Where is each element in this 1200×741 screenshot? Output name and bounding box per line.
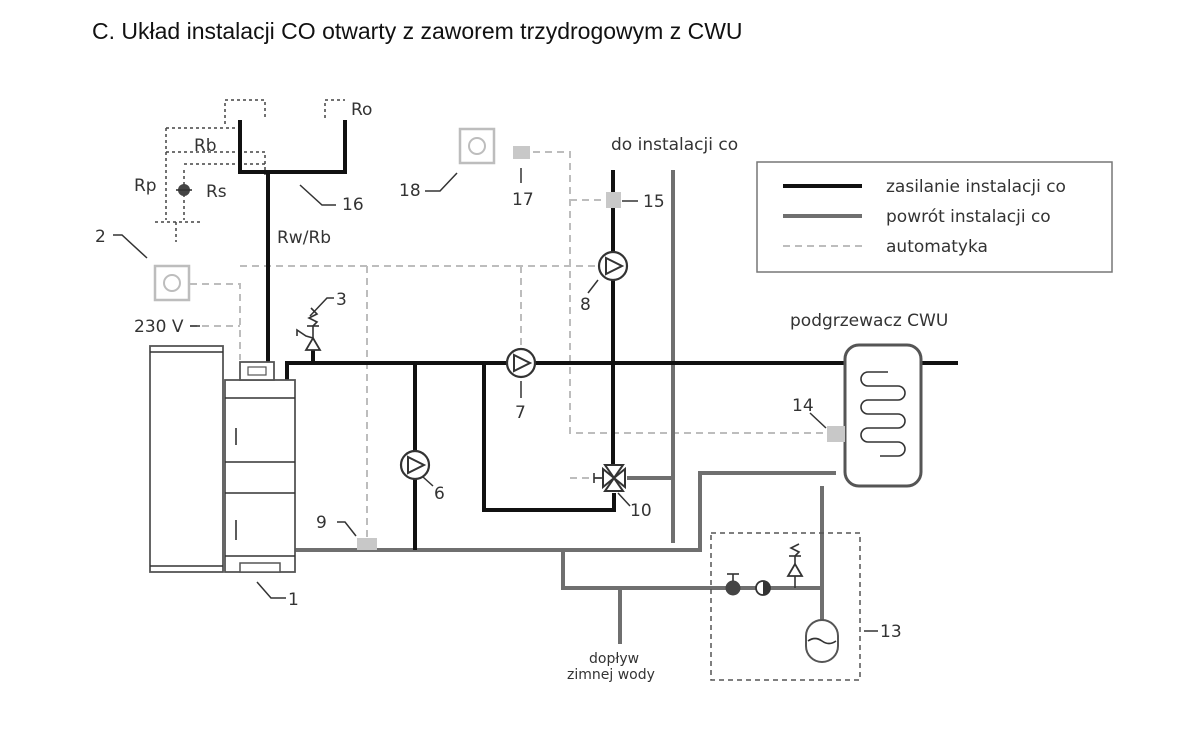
leader-16 <box>299 184 336 206</box>
room-controller-2 <box>153 264 191 302</box>
label-ro: Ro <box>351 100 372 120</box>
wire-controller-boiler <box>190 283 241 360</box>
return-pipes <box>295 170 836 644</box>
leader-14 <box>809 412 827 429</box>
leader-6 <box>422 476 434 487</box>
room-controller-18 <box>458 127 496 165</box>
wire-sensor14 <box>533 151 835 434</box>
sensor-14 <box>827 426 845 442</box>
legend-return-label: powrót instalacji co <box>886 207 1051 227</box>
cwu-heater <box>843 343 923 488</box>
sensors <box>357 146 845 550</box>
label-15: 15 <box>643 192 665 212</box>
supply-main <box>285 361 845 380</box>
label-1: 1 <box>288 590 299 610</box>
label-rb: Rb <box>194 136 217 156</box>
label-10: 10 <box>630 501 652 521</box>
pipe-rb-mid <box>166 151 266 175</box>
label-rw-rb: Rw/Rb <box>277 228 331 248</box>
label-do-instalacji: do instalacji co <box>611 135 738 155</box>
boiler <box>149 345 296 573</box>
label-3: 3 <box>336 290 347 310</box>
return-main <box>295 471 836 552</box>
supply-pipes <box>266 170 958 550</box>
label-14: 14 <box>792 396 814 416</box>
three-way-valve-10 <box>593 464 626 492</box>
pump-7 <box>505 347 537 379</box>
label-7: 7 <box>515 403 526 423</box>
safety-valve-3 <box>296 307 322 351</box>
leader-1 <box>256 581 286 599</box>
leader-8 <box>587 279 599 294</box>
expansion-tank <box>238 120 347 174</box>
sensor-15 <box>606 192 621 208</box>
automation-wiring <box>190 151 835 540</box>
boiler-fuel-bin <box>149 345 224 573</box>
label-8: 8 <box>580 295 591 315</box>
legend-automation-label: automatyka <box>886 237 988 257</box>
page-title: C. Układ instalacji CO otwarty z zaworem… <box>92 18 743 44</box>
label-16: 16 <box>342 195 364 215</box>
label-doplyw-2: zimnej wody <box>567 667 655 683</box>
leader-3 <box>309 297 334 317</box>
pump-8 <box>597 250 629 282</box>
leader-lines <box>113 168 878 632</box>
pipe-ro <box>324 99 345 118</box>
label-13: 13 <box>880 622 902 642</box>
label-doplyw-1: dopływ <box>589 651 639 667</box>
sensor-17 <box>513 146 530 159</box>
safety-group-13 <box>710 532 861 681</box>
leader-10 <box>617 492 631 507</box>
cwu-coil <box>860 371 906 457</box>
label-17: 17 <box>512 190 534 210</box>
leader-18 <box>425 172 458 192</box>
label-6: 6 <box>434 484 445 504</box>
label-2: 2 <box>95 227 106 247</box>
legend-supply-label: zasilanie instalacji co <box>886 177 1066 197</box>
label-230v: 230 V <box>134 317 184 337</box>
label-rs: Rs <box>206 182 227 202</box>
leader-2 <box>113 234 148 259</box>
cwu-tank <box>843 343 923 488</box>
label-9: 9 <box>316 513 327 533</box>
expansion-tank-group <box>155 99 347 242</box>
leader-9 <box>337 521 357 537</box>
pipe-rb-loop <box>224 99 266 124</box>
legend: zasilanie instalacji co powrót instalacj… <box>756 161 1113 273</box>
label-rp: Rp <box>134 176 157 196</box>
bypass-pipe <box>482 363 616 512</box>
pump-6 <box>399 449 431 481</box>
label-podgrzewacz: podgrzewacz CWU <box>790 311 948 331</box>
cwu-loop <box>561 486 824 590</box>
label-18: 18 <box>399 181 421 201</box>
sensor-9 <box>357 538 377 550</box>
boiler-body <box>224 379 296 573</box>
labels: Ro Rb Rp Rs Rw/Rb 2 16 18 17 do instalac… <box>95 100 948 683</box>
